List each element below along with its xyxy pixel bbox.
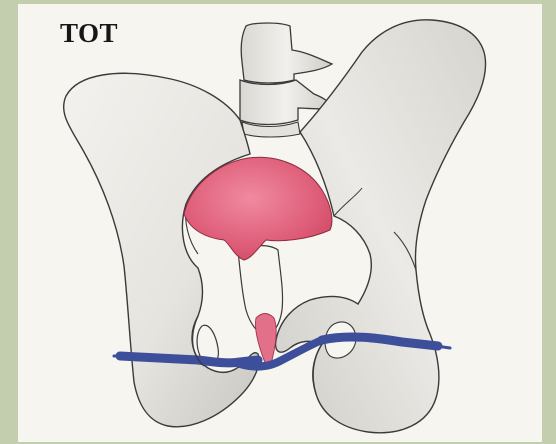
- pelvis-illustration: [18, 4, 542, 442]
- left-hip-bone: [64, 73, 259, 426]
- illustration-panel: TOT: [18, 4, 542, 442]
